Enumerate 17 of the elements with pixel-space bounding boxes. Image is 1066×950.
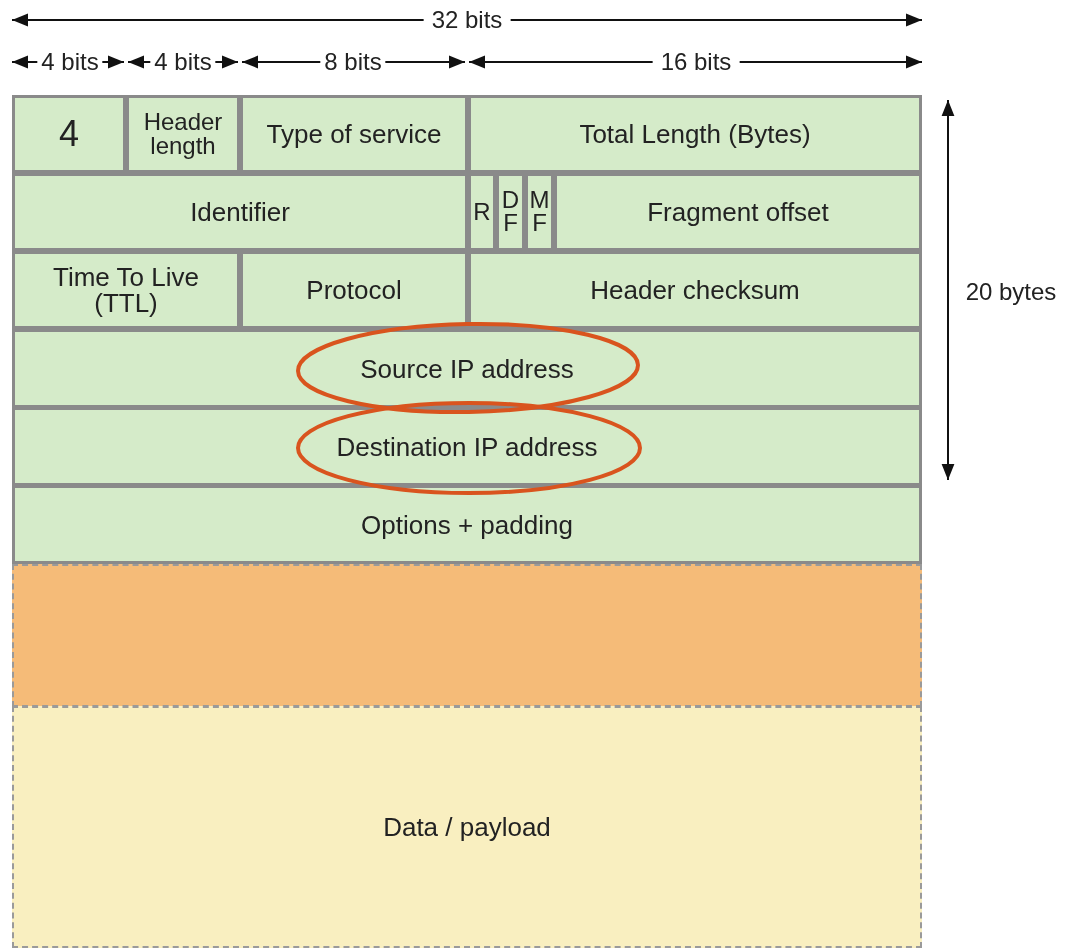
flag-field: R [468, 173, 496, 251]
header-field: Options + padding [12, 485, 922, 564]
header-field: Header checksum [468, 251, 922, 329]
header-field: Type of service [240, 95, 468, 173]
header-field: Fragment offset [554, 173, 922, 251]
flag-field: M F [525, 173, 554, 251]
header-field: Time To Live (TTL) [12, 251, 240, 329]
header-field: Total Length (Bytes) [468, 95, 922, 173]
header-field: Identifier [12, 173, 468, 251]
header-field: Protocol [240, 251, 468, 329]
payload-block [12, 564, 922, 707]
header-field: Header length [126, 95, 240, 173]
header-field: Source IP address [12, 329, 922, 408]
header-field: 4 [12, 95, 126, 173]
header-field: Destination IP address [12, 407, 922, 486]
flag-field: D F [496, 173, 525, 251]
payload-block: Data / payload [12, 706, 922, 948]
